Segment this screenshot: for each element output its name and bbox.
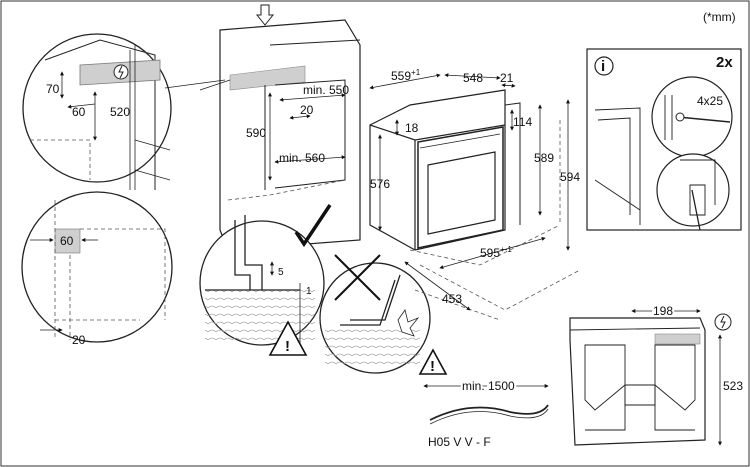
dim-576: 576 — [370, 177, 390, 191]
svg-text:!: ! — [430, 358, 435, 375]
dim-20-mid: 20 — [72, 333, 86, 347]
lift-arrow-icon — [255, 4, 275, 26]
callout-mid-left: 60 20 — [21, 191, 173, 347]
dim-min-550: min. 550 — [303, 83, 349, 97]
warning-mark: ! — [285, 338, 290, 355]
dim-523: 523 — [723, 379, 743, 393]
dim-595: 595+-1 — [480, 245, 512, 260]
dim-min-560: min. 560 — [279, 151, 325, 165]
dim-590: 590 — [246, 126, 266, 140]
dim-70: 70 — [46, 82, 60, 96]
dim-60-mid: 60 — [60, 234, 74, 248]
dim-589: 589 — [534, 151, 554, 165]
detail-wrong — [319, 254, 431, 374]
dim-20-cab: 20 — [300, 103, 314, 117]
dim-1: 1 — [306, 286, 312, 297]
screw-icon — [677, 116, 731, 123]
cable-min-length: min. 1500 — [462, 379, 515, 393]
dim-60: 60 — [72, 105, 86, 119]
screw-count: 2x — [716, 54, 733, 71]
dim-594: 594 — [560, 170, 580, 184]
callout-leader-top — [164, 79, 226, 89]
svg-text:i: i — [601, 58, 605, 75]
warning-icon-cable — [418, 348, 448, 375]
dim-548: 548 — [463, 71, 483, 85]
dim-5: 5 — [278, 267, 284, 278]
oven-back-view: 198 523 — [569, 302, 743, 446]
detail-correct: 5 1 ! — [199, 204, 332, 356]
cable-icon — [429, 404, 549, 421]
dim-21: 21 — [500, 71, 514, 85]
dim-520: 520 — [110, 105, 130, 119]
callout-top-left: 70 60 520 — [22, 33, 172, 190]
cable-type: H05 V V - F — [428, 435, 491, 449]
cable-spec: ! min. 1500 H05 V V - F — [418, 348, 549, 449]
dim-198: 198 — [653, 304, 673, 318]
dim-114: 114 — [513, 115, 532, 129]
check-icon — [294, 204, 332, 248]
oven: 559+1 548 21 18 114 576 589 594 595+-1 4… — [369, 68, 580, 321]
warning-icon — [268, 320, 308, 356]
units-note: (*mm) — [703, 10, 736, 24]
screw-panel: i 2x 4x25 — [586, 48, 742, 231]
screw-size: 4x25 — [697, 94, 723, 108]
dim-559: 559+1 — [391, 68, 421, 83]
spark-icon — [397, 309, 420, 337]
info-icon — [594, 56, 614, 76]
cabinet: min. 550 20 590 min. 560 — [199, 4, 361, 251]
dim-453: 453 — [442, 292, 462, 306]
cross-icon — [334, 254, 381, 301]
dim-18: 18 — [405, 121, 419, 135]
